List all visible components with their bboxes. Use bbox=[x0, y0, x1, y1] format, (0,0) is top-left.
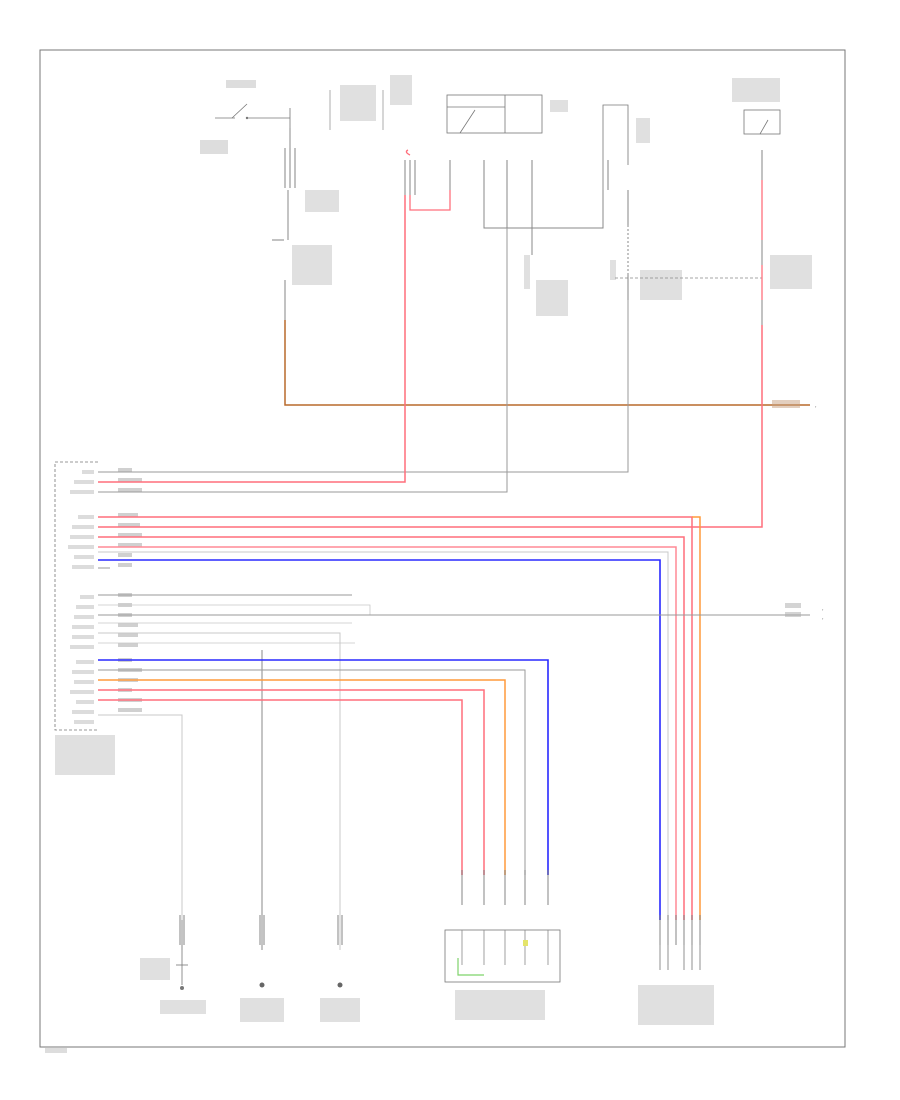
wire-red-3 bbox=[98, 536, 685, 920]
fuse-block bbox=[602, 104, 650, 190]
brown-wire-arrow: › bbox=[815, 404, 817, 409]
connector-pins-bottom bbox=[179, 870, 701, 945]
wire-color-labels bbox=[118, 468, 142, 712]
svg-text:›: › bbox=[822, 607, 824, 612]
transmission-solenoid-assembly bbox=[444, 929, 561, 1020]
relay-block bbox=[446, 94, 568, 134]
wire-lightgray-4 bbox=[98, 632, 341, 920]
right-signal-labels: › › bbox=[785, 603, 824, 621]
wire-red-4 bbox=[98, 546, 677, 920]
connector-pins-top bbox=[272, 148, 763, 325]
wire-orange-2 bbox=[692, 516, 701, 920]
wire-lightgray-5 bbox=[98, 714, 183, 920]
park-position-switch bbox=[240, 920, 284, 1022]
wire-orange-3 bbox=[98, 679, 506, 875]
wire-blue-2 bbox=[98, 659, 549, 875]
svg-text:›: › bbox=[822, 616, 824, 621]
ignition-switch bbox=[200, 80, 291, 154]
wire-gray-2 bbox=[98, 228, 508, 493]
diagram-border bbox=[39, 49, 846, 1048]
brake-lamp-switch bbox=[732, 78, 781, 135]
neutral-start-switch bbox=[140, 920, 206, 1014]
wire-gray-1 bbox=[98, 300, 629, 473]
wire-lightgray-2 bbox=[98, 604, 371, 615]
wire-red-6 bbox=[98, 699, 463, 875]
brown-wire-label bbox=[772, 400, 800, 408]
wire-orange-1 bbox=[98, 325, 763, 528]
ecm-pin-labels bbox=[68, 470, 94, 724]
wire-lightgray-1 bbox=[98, 551, 669, 920]
wire-red-1 bbox=[98, 195, 406, 483]
footer-code-mark bbox=[45, 1048, 67, 1053]
wire-gray-7 bbox=[98, 669, 526, 875]
ecm-harness bbox=[98, 195, 810, 920]
transmission-revolution-sensor bbox=[638, 945, 714, 1025]
wire-blue-1 bbox=[98, 559, 661, 920]
top-wiring bbox=[287, 128, 763, 300]
wire-red-5 bbox=[98, 689, 485, 875]
wire-brown bbox=[284, 320, 810, 406]
engine-control-module bbox=[54, 461, 115, 775]
stop-light-switch bbox=[329, 75, 412, 130]
wire-red-2 bbox=[98, 516, 693, 920]
label-blocks bbox=[292, 190, 812, 316]
speed-sensor bbox=[320, 920, 360, 1022]
